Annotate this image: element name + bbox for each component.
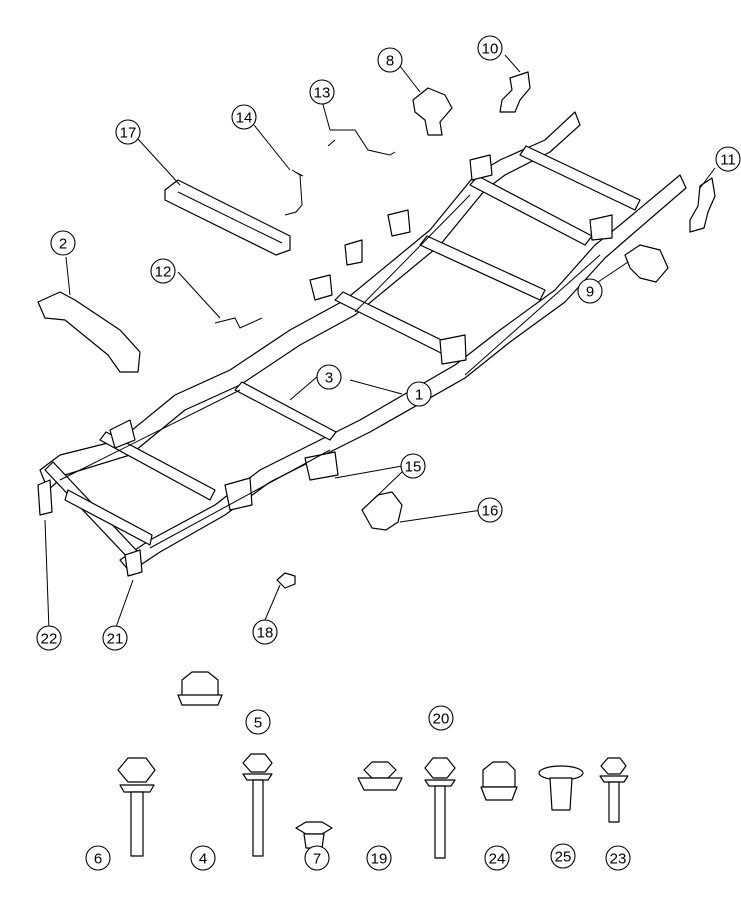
callout-7: 7 xyxy=(304,845,330,871)
part-13-rod xyxy=(327,129,396,156)
callout-15: 15 xyxy=(400,453,426,479)
callout-label: 21 xyxy=(107,631,124,648)
callout-label: 16 xyxy=(482,503,499,520)
callout-circle xyxy=(715,146,741,172)
callout-label: 15 xyxy=(405,459,422,476)
callout-label: 8 xyxy=(386,53,394,70)
callout-19: 19 xyxy=(366,845,392,871)
callout-circle xyxy=(102,625,128,651)
callout-11: 11 xyxy=(715,146,741,172)
callout-circle xyxy=(85,845,111,871)
callout-circle xyxy=(605,845,631,871)
callout-label: 24 xyxy=(489,851,506,868)
part-2-bracket xyxy=(37,291,141,373)
leader-lines xyxy=(44,54,716,631)
callout-2: 2 xyxy=(50,230,76,256)
callout-label: 23 xyxy=(610,851,627,868)
callout-circle xyxy=(252,619,278,645)
callout-9: 9 xyxy=(577,278,603,304)
callout-circle xyxy=(484,845,510,871)
callout-5: 5 xyxy=(245,709,271,735)
part-12-pipe xyxy=(214,317,263,329)
part-10-bracket xyxy=(499,71,531,113)
callout-circle xyxy=(316,364,342,390)
callout-circle xyxy=(190,845,216,871)
fastener-24-nut xyxy=(480,761,518,801)
callout-circle xyxy=(477,35,503,61)
callout-21: 21 xyxy=(102,625,128,651)
callout-22: 22 xyxy=(36,625,62,651)
part-8-mount xyxy=(412,87,453,136)
callout-label: 11 xyxy=(720,152,736,169)
callout-label: 14 xyxy=(236,110,253,127)
callout-label: 10 xyxy=(482,41,499,58)
callout-circle xyxy=(400,453,426,479)
part-14-tube xyxy=(284,169,304,216)
callout-label: 9 xyxy=(586,284,594,301)
callout-13: 13 xyxy=(309,79,335,105)
callout-label: 25 xyxy=(555,849,572,866)
fastener-6-bolt xyxy=(117,757,156,857)
callout-label: 6 xyxy=(94,851,102,868)
callout-circle xyxy=(309,79,335,105)
callout-circle xyxy=(50,230,76,256)
callout-circle xyxy=(366,845,392,871)
callout-12: 12 xyxy=(150,258,176,284)
part-17-plate xyxy=(164,179,291,256)
callout-14: 14 xyxy=(231,104,257,130)
callout-label: 13 xyxy=(314,85,331,102)
part-9-mount xyxy=(624,244,669,283)
callout-17: 17 xyxy=(115,119,141,145)
callout-10: 10 xyxy=(477,35,503,61)
callout-circle xyxy=(245,709,271,735)
callout-label: 7 xyxy=(313,851,321,868)
part-11-bracket xyxy=(689,177,716,233)
callout-circle xyxy=(36,625,62,651)
callout-circle xyxy=(477,497,503,523)
callout-label: 1 xyxy=(415,387,423,404)
callout-circle xyxy=(377,47,403,73)
fastener-20-bolt xyxy=(424,757,456,859)
callout-3: 3 xyxy=(316,364,342,390)
callout-16: 16 xyxy=(477,497,503,523)
fastener-7-nut xyxy=(295,821,333,849)
callout-label: 5 xyxy=(254,715,262,732)
callout-24: 24 xyxy=(484,845,510,871)
frame-assembly xyxy=(37,111,687,577)
callout-20: 20 xyxy=(428,705,454,731)
callout-label: 19 xyxy=(371,851,388,868)
callout-circle xyxy=(304,845,330,871)
callout-circle xyxy=(428,705,454,731)
callout-label: 20 xyxy=(433,711,450,728)
callout-circle xyxy=(150,258,176,284)
fastener-4-nut xyxy=(177,671,223,706)
part-18-washer xyxy=(276,572,296,589)
callout-4: 4 xyxy=(190,845,216,871)
callout-label: 4 xyxy=(199,851,207,868)
callout-25: 25 xyxy=(550,843,576,869)
fastener-23-bolt xyxy=(599,757,629,823)
callout-label: 17 xyxy=(120,125,137,142)
callout-label: 22 xyxy=(41,631,58,648)
callout-23: 23 xyxy=(605,845,631,871)
callout-circle xyxy=(577,278,603,304)
callout-6: 6 xyxy=(85,845,111,871)
callout-18: 18 xyxy=(252,619,278,645)
callout-1: 1 xyxy=(406,381,432,407)
callout-circle xyxy=(115,119,141,145)
part-16-bracket xyxy=(361,491,403,531)
fastener-25-nut xyxy=(538,765,584,811)
callout-circle xyxy=(231,104,257,130)
callout-circle xyxy=(550,843,576,869)
callout-label: 2 xyxy=(59,236,67,253)
callout-label: 18 xyxy=(257,625,274,642)
callout-label: 12 xyxy=(155,264,172,281)
callout-circle xyxy=(406,381,432,407)
fastener-5-bolt xyxy=(242,753,273,857)
callout-label: 3 xyxy=(325,370,333,387)
fastener-19-nut xyxy=(357,761,403,791)
callout-8: 8 xyxy=(377,47,403,73)
